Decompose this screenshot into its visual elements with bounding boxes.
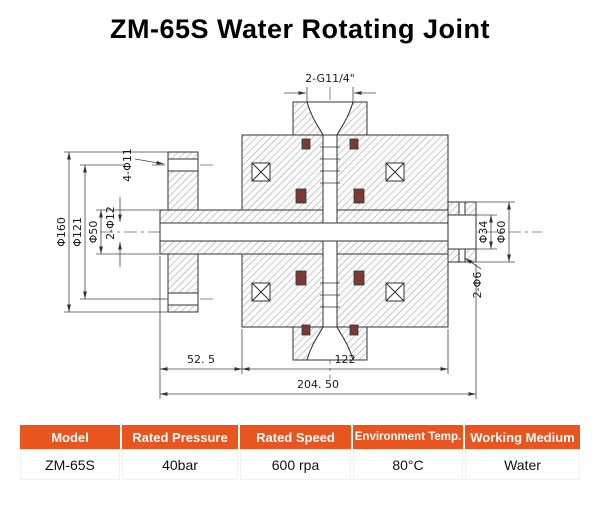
spec-table-header-row: Model Rated Pressure Rated Speed Environ… — [20, 425, 580, 449]
spec-table: Model Rated Pressure Rated Speed Environ… — [20, 425, 580, 480]
dimension-lines — [64, 87, 515, 399]
dim-left-length: 52. 5 — [187, 353, 215, 366]
dim-bore-holes: 2-Φ12 — [104, 206, 117, 240]
drawing-area: Φ160 Φ121 Φ50 2-Φ12 4-Φ11 Φ34 Φ60 2-Φ6 2… — [0, 47, 600, 419]
technical-drawing: Φ160 Φ121 Φ50 2-Φ12 4-Φ11 Φ34 Φ60 2-Φ6 2… — [55, 72, 542, 399]
dim-port-thread: 2-G11/4" — [305, 72, 355, 85]
shaft-wall-top — [159, 209, 449, 224]
dimension-labels: Φ160 Φ121 Φ50 2-Φ12 4-Φ11 Φ34 Φ60 2-Φ6 2… — [55, 72, 508, 391]
shaft-wall-bottom — [159, 240, 449, 255]
header-cell-model: Model — [20, 425, 120, 449]
dim-bolt-circle: Φ121 — [71, 217, 84, 247]
joint-cross-section — [159, 101, 477, 361]
value-cell-environment-temp: 80°C — [353, 449, 463, 480]
header-cell-environment-temp: Environment Temp. — [353, 425, 463, 449]
drain-hole-top — [458, 201, 466, 216]
drain-hole-bottom — [458, 248, 466, 263]
dim-shaft-od: Φ50 — [87, 221, 100, 244]
flange-bolt-hole-top — [167, 158, 199, 172]
header-cell-rated-pressure: Rated Pressure — [122, 425, 238, 449]
bearings — [251, 162, 405, 302]
page-title: ZM-65S Water Rotating Joint — [109, 14, 490, 44]
dim-right-od: Φ60 — [495, 221, 508, 244]
dim-drain-holes: 2-Φ6 — [471, 272, 484, 299]
dim-body-length: 122 — [335, 353, 356, 366]
housing-lower-section — [241, 253, 449, 328]
dim-bolt-holes: 4-Φ11 — [121, 148, 134, 182]
value-cell-model: ZM-65S — [20, 449, 120, 480]
header-cell-working-medium: Working Medium — [465, 425, 580, 449]
header-cell-rated-speed: Rated Speed — [240, 425, 351, 449]
bottom-port-channel — [322, 240, 338, 328]
dim-flange-od: Φ160 — [55, 217, 68, 247]
value-cell-working-medium: Water — [465, 449, 580, 480]
bottom-port-threads — [320, 282, 340, 308]
flange-bolt-hole-bottom — [167, 292, 199, 306]
top-port-channel — [322, 134, 338, 224]
seal-rings — [295, 138, 365, 336]
dim-right-bore: Φ34 — [477, 221, 490, 244]
housing-upper-section — [241, 134, 449, 211]
value-cell-rated-pressure: 40bar — [122, 449, 238, 480]
top-port-threads — [320, 146, 340, 184]
spec-table-data-row: ZM-65S 40bar 600 rpa 80°C Water — [20, 449, 580, 480]
value-cell-rated-speed: 600 rpa — [240, 449, 351, 480]
dim-total-length: 204. 50 — [297, 378, 339, 391]
